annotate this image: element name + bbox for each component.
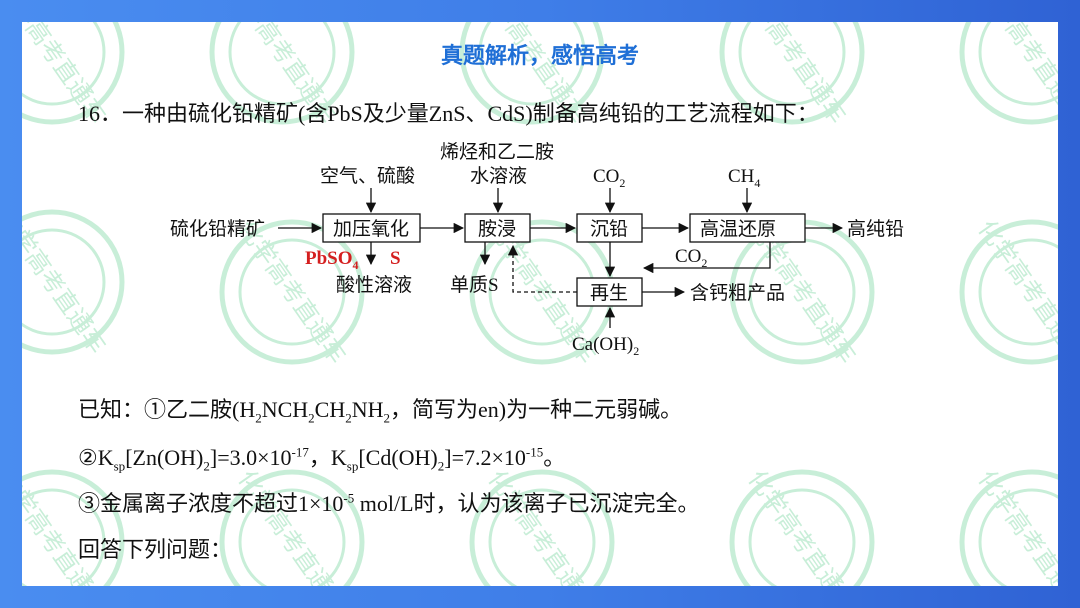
box-high-temp-reduction	[689, 213, 806, 243]
box4-label: 高温还原	[700, 218, 776, 240]
annotation-pbso4: PbSO4	[305, 248, 359, 272]
answer-prompt: 回答下列问题：	[78, 537, 233, 562]
watermark-layer: 化学高考直通车化学高考直通车化学高考直通车化学高考直通车化学高考直通车化学高考直…	[22, 22, 1058, 586]
flow-output-label: 高纯铅	[847, 218, 904, 240]
flow-input-label: 硫化铅精矿	[170, 218, 265, 240]
reagent-air-acid: 空气、硫酸	[320, 165, 415, 187]
reagent-amine-line2: 水溶液	[470, 165, 527, 187]
recycle-co2-label: CO2	[675, 246, 707, 270]
box-amine-leaching	[464, 213, 531, 243]
watermark-seal: 化学高考直通车	[22, 205, 125, 359]
reagent-caoh2: Ca(OH)2	[572, 334, 639, 358]
watermark-seal: 化学高考直通车	[729, 465, 875, 586]
slide: 化学高考直通车化学高考直通车化学高考直通车化学高考直通车化学高考直通车化学高考直…	[22, 22, 1058, 586]
box-pressure-oxidation	[322, 213, 421, 243]
box1-label: 加压氧化	[333, 218, 409, 240]
byproduct-sulfur: 单质S	[450, 274, 499, 296]
box-lead-precipitation	[576, 213, 643, 243]
reagent-amine-line1: 烯烃和乙二胺	[440, 141, 554, 163]
watermark-seal: 化学高考直通车	[469, 465, 615, 586]
reagent-ch4: CH4	[728, 166, 760, 190]
question-text: 16．一种由硫化铅精矿(含PbS及少量ZnS、CdS)制备高纯铅的工艺流程如下：	[78, 101, 819, 126]
byproduct-calcium-product: 含钙粗产品	[690, 282, 785, 304]
arrow-en-recycle	[507, 244, 577, 293]
annotation-s: S	[390, 248, 401, 269]
box3-label: 沉铅	[590, 218, 628, 240]
watermark-seal: 化学高考直通车	[959, 215, 1058, 369]
slide-title: 真题解析，感悟高考	[440, 44, 639, 69]
known-line-2: ②Ksp[Zn(OH)2]=3.0×10-17，Ksp[Cd(OH)2]=7.2…	[78, 444, 566, 474]
watermark-seal: 化学高考直通车	[959, 465, 1058, 586]
known-line-1: 已知：①乙二胺(H2NCH2CH2NH2，简写为en)为一种二元弱碱。	[78, 397, 683, 426]
reagent-co2: CO2	[593, 166, 625, 190]
box5-label: 再生	[590, 282, 628, 304]
known-line-3: ③金属离子浓度不超过1×10-5 mol/L时，认为该离子已沉淀完全。	[78, 490, 700, 516]
box-regeneration	[576, 277, 643, 307]
watermark-seal: 化学高考直通车	[219, 465, 365, 586]
arrow-co2-recycle	[642, 242, 771, 274]
box2-label: 胺浸	[478, 218, 516, 240]
watermark-seal: 化学高考直通车	[22, 465, 125, 586]
process-flow-diagram: 硫化铅精矿 加压氧化 胺浸 沉铅 高温还原 再生 高纯铅 空气、硫酸 烯烃和乙二…	[170, 141, 904, 358]
byproduct-acid-solution: 酸性溶液	[336, 274, 412, 296]
